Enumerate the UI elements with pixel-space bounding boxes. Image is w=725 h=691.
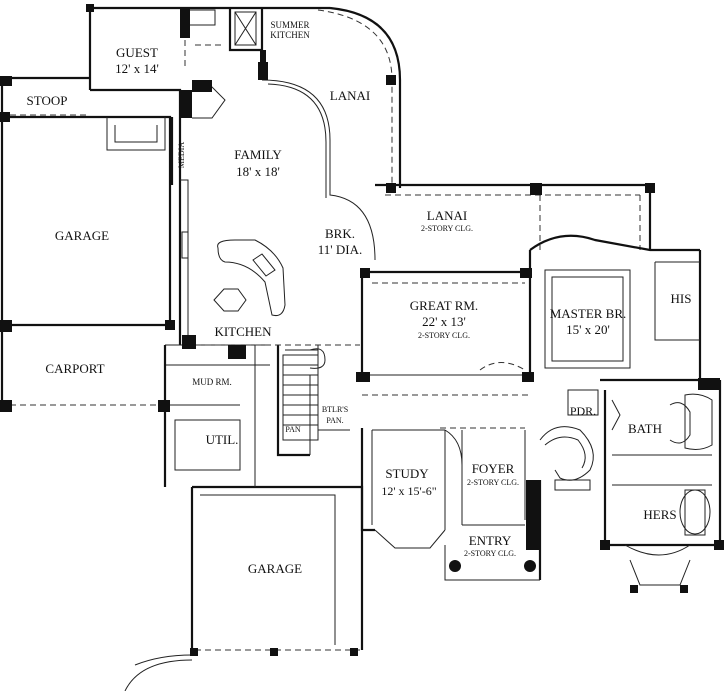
master-bedroom-label: MASTER BR. <box>550 306 627 321</box>
guest-size-label: 12' x 14' <box>115 61 159 76</box>
stoop-label: STOOP <box>27 93 68 108</box>
carport-label: CARPORT <box>45 361 104 376</box>
family-size-label: 18' x 18' <box>236 164 280 179</box>
his-label: HIS <box>671 291 692 306</box>
foyer-note: 2-STORY CLG. <box>467 478 519 487</box>
butler-pantry-label-line1: BTLR'S <box>322 405 348 414</box>
bath-label: BATH <box>628 421 662 436</box>
great-room-label: GREAT RM. <box>410 298 478 313</box>
great-room-size-label: 22' x 13' <box>422 314 466 329</box>
room-labels: GUEST 12' x 14' SUMMER KITCHEN LANAI STO… <box>27 20 692 576</box>
entry-label: ENTRY <box>469 533 512 548</box>
great-room-note: 2-STORY CLG. <box>418 331 470 340</box>
lanai-mid-label: LANAI <box>427 208 467 223</box>
hers-label: HERS <box>643 507 676 522</box>
garage-left-label: GARAGE <box>55 228 109 243</box>
columns <box>0 4 724 656</box>
kitchen-label: KITCHEN <box>214 324 272 339</box>
breakfast-label: BRK. <box>325 226 355 241</box>
utility-label: UTIL. <box>206 432 239 447</box>
powder-room-label: PDR. <box>570 404 596 418</box>
breakfast-size-label: 11' DIA. <box>318 242 362 257</box>
guest-label: GUEST <box>116 45 158 60</box>
mud-room-label: MUD RM. <box>192 377 232 387</box>
media-label: MEDIA <box>177 142 186 168</box>
study-size-label: 12' x 15'-6" <box>381 484 436 498</box>
pantry-label: PAN <box>285 425 300 434</box>
study-label: STUDY <box>385 466 429 481</box>
family-label: FAMILY <box>234 147 282 162</box>
summer-kitchen-label-line2: KITCHEN <box>270 30 310 40</box>
master-bedroom-size-label: 15' x 20' <box>566 322 610 337</box>
exterior-walls <box>0 6 722 691</box>
lanai-mid-note: 2-STORY CLG. <box>421 224 473 233</box>
foyer-label: FOYER <box>472 461 515 476</box>
butler-pantry-label-line2: PAN. <box>326 416 343 425</box>
lanai-top-label: LANAI <box>330 88 370 103</box>
garage-bottom-label: GARAGE <box>248 561 302 576</box>
summer-kitchen-label-line1: SUMMER <box>270 20 309 30</box>
entry-note: 2-STORY CLG. <box>464 549 516 558</box>
